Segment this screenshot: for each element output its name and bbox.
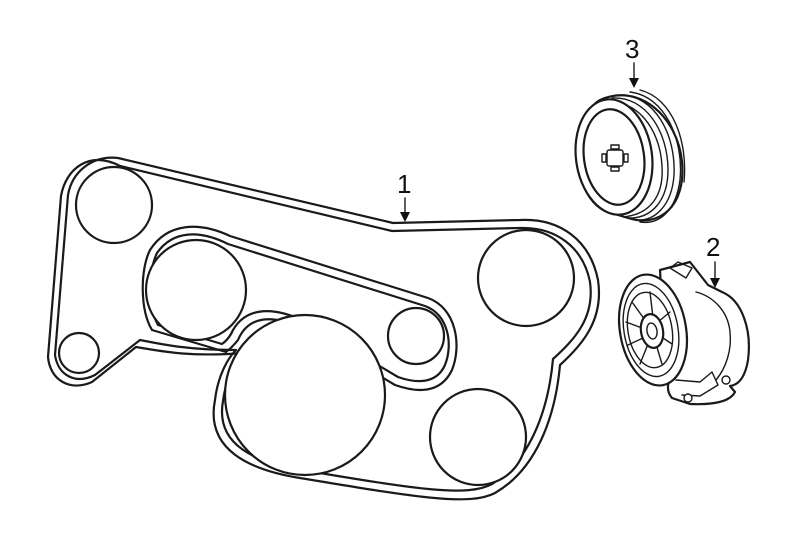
belt-inner-edge (141, 225, 458, 391)
callout-label-1: 1 (397, 169, 411, 199)
upper-right-pulley (476, 228, 576, 328)
crankshaft-pulley (223, 313, 387, 477)
tensioner-bolt-right (721, 375, 731, 385)
belt-pulleys (57, 165, 576, 487)
left-small-pulley (57, 331, 101, 375)
tensioner-bolt-lower (683, 393, 693, 403)
callout-arrow-1 (400, 212, 410, 222)
belt-outer-edge (53, 156, 601, 501)
callout-arrow-3 (629, 78, 639, 88)
tensioner-pulley-hub-center (646, 322, 658, 340)
tensioner-pulley-rim (622, 282, 680, 378)
idler-pulley-large (144, 238, 248, 342)
callout-2: 2 (706, 232, 720, 288)
tensioner-top-tab (669, 261, 693, 279)
tensioner-body-detail (695, 291, 732, 381)
callout-1: 1 (397, 169, 411, 222)
upper-left-pulley (74, 165, 154, 245)
pulley-center-bolt (601, 144, 629, 172)
idler-pulley-part-3 (574, 89, 686, 224)
callout-3: 3 (625, 34, 639, 88)
idler-pulley-small (386, 306, 446, 366)
callout-arrow-2 (710, 278, 720, 288)
tensioner-pulley-rib-1 (626, 291, 674, 369)
callout-label-3: 3 (625, 34, 639, 64)
pulley-face-ring (582, 108, 646, 206)
tensioner-mount-bracket (675, 371, 719, 397)
belt-tensioner-part-2 (617, 260, 750, 406)
callout-label-2: 2 (706, 232, 720, 262)
lower-right-pulley (428, 387, 528, 487)
